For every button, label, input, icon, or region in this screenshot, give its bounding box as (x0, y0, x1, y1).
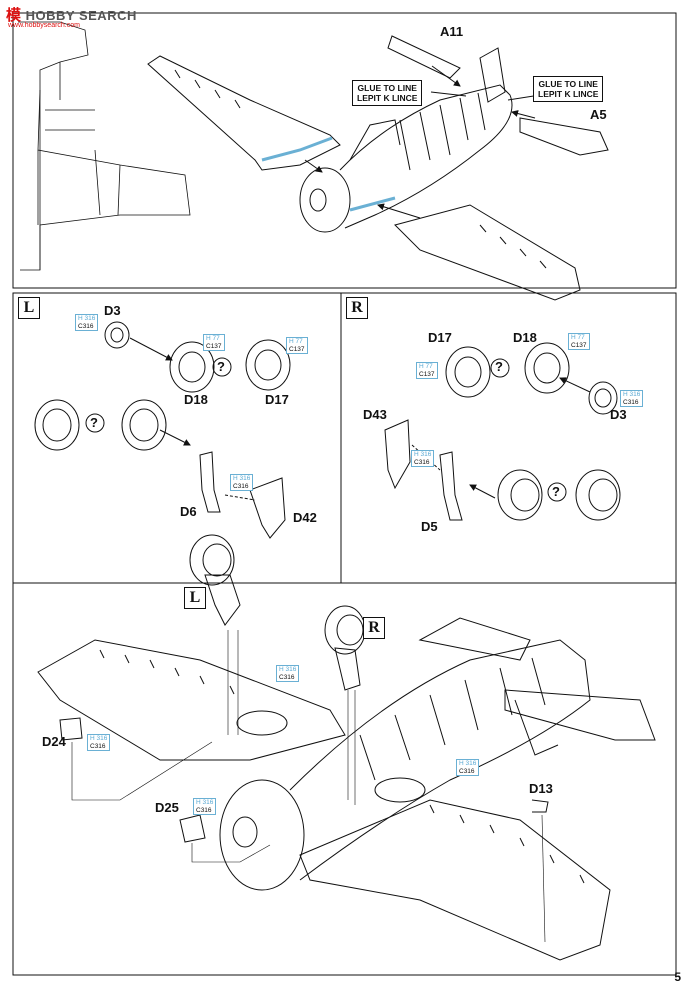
part-label-d18-left: D18 (184, 392, 208, 407)
box-label-bottom-left: L (184, 587, 206, 609)
page-number: 5 (674, 970, 681, 984)
glue-note-right-line1: GLUE TO LINE (538, 79, 598, 89)
code-c: C316 (90, 742, 106, 750)
part-label-a11: A11 (440, 24, 464, 39)
box-label-bottom-right: R (363, 617, 385, 639)
code-h: H 316 (90, 735, 108, 742)
code-c: C316 (623, 398, 639, 406)
glue-note-right-line2: LEPIT K LINCE (538, 89, 599, 99)
code-h: H 316 (623, 391, 641, 398)
box-label-left: L (18, 297, 40, 319)
question-mark-right-1: ? (495, 359, 503, 374)
code-h: H 77 (419, 363, 433, 370)
part-label-d17-left: D17 (265, 392, 289, 407)
glue-note-left: GLUE TO LINE LEPIT K LINCE (352, 80, 423, 106)
top-view-aircraft (18, 21, 191, 271)
code-h: H 316 (414, 451, 432, 458)
question-mark-left-2: ? (90, 415, 98, 430)
part-label-d13: D13 (529, 781, 553, 796)
panel-1-border (12, 12, 677, 289)
question-mark-right-2: ? (552, 484, 560, 499)
code-h: H 77 (571, 334, 585, 341)
part-label-d24: D24 (42, 734, 66, 749)
code-c: C316 (233, 482, 249, 490)
underside-assembly (37, 534, 656, 961)
part-label-d5: D5 (421, 519, 438, 534)
code-c: C316 (78, 322, 94, 330)
code-h: H 316 (78, 315, 96, 322)
panel-right-border (340, 292, 677, 584)
code-c: C137 (206, 342, 222, 350)
part-label-d3-left: D3 (104, 303, 121, 318)
glue-note-left-line1: GLUE TO LINE (357, 83, 417, 93)
part-label-d17-right: D17 (428, 330, 452, 345)
fuselage-3d (147, 35, 609, 301)
part-label-d3-right: D3 (610, 407, 627, 422)
part-label-d25: D25 (155, 800, 179, 815)
code-c: C137 (571, 341, 587, 349)
part-label-d18-right: D18 (513, 330, 537, 345)
code-c: C137 (289, 345, 305, 353)
code-c: C316 (196, 806, 212, 814)
code-h: H 316 (459, 760, 477, 767)
part-label-d43: D43 (363, 407, 387, 422)
code-c: C316 (459, 767, 475, 775)
watermark: 模 HOBBY SEARCH (6, 4, 137, 25)
part-label-d6: D6 (180, 504, 197, 519)
glue-note-left-line2: LEPIT K LINCE (357, 93, 418, 103)
code-h: H 316 (233, 475, 251, 482)
watermark-url: www.hobbysearch.com (8, 22, 80, 29)
code-h: H 77 (206, 335, 220, 342)
question-mark-left-1: ? (217, 359, 225, 374)
code-h: H 77 (289, 338, 303, 345)
box-label-right: R (346, 297, 368, 319)
left-gear-parts (34, 321, 291, 539)
code-c: C316 (414, 458, 430, 466)
code-c: C316 (279, 673, 295, 681)
part-label-a5: A5 (590, 107, 607, 122)
code-h: H 316 (196, 799, 214, 806)
panel-bottom-border (12, 582, 677, 976)
right-gear-parts (384, 342, 621, 521)
code-c: C137 (419, 370, 435, 378)
code-h: H 316 (279, 666, 297, 673)
part-label-d42: D42 (293, 510, 317, 525)
glue-note-right: GLUE TO LINE LEPIT K LINCE (533, 76, 604, 102)
watermark-text: HOBBY SEARCH (25, 8, 137, 23)
watermark-cn: 模 (6, 7, 22, 24)
